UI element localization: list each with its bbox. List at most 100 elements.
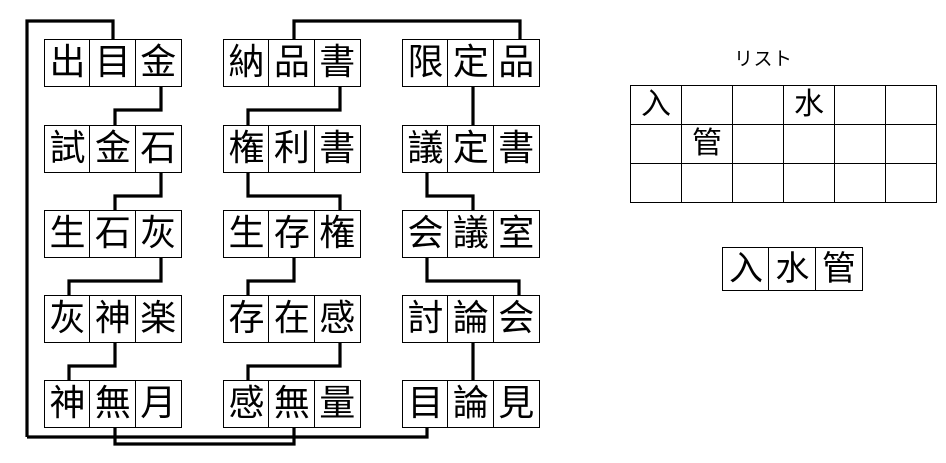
list-grid-cell-r2c2[interactable]: 管 [681, 124, 733, 164]
kanji-cell-w-l3-2: 石 [89, 210, 137, 258]
list-grid-row: 管 [630, 124, 937, 164]
connector-c-r5-outer-bottom [27, 428, 429, 439]
kanji-cell-w-l1-3: 金 [134, 39, 182, 87]
word-group-w-l1: 出目金 [44, 39, 182, 87]
kanji-cell-w-m4-1: 存 [223, 295, 270, 343]
kanji-cell-w-r2-3: 書 [492, 125, 540, 173]
kanji-cell-w-r4-2: 論 [447, 295, 495, 343]
kanji-cell-w-r1-2: 定 [447, 39, 495, 87]
answer-kanji-cell-1: 入 [722, 247, 770, 291]
kanji-cell-w-r5-1: 目 [402, 380, 449, 428]
list-grid-cell-r1c4[interactable]: 水 [783, 85, 835, 125]
connector-c-l5-m5 [113, 428, 296, 446]
kanji-cell-w-r3-2: 議 [447, 210, 495, 258]
list-grid[interactable]: 入水管 [630, 85, 937, 203]
list-grid-cell-r2c1[interactable] [630, 124, 682, 164]
word-group-w-m1: 納品書 [223, 39, 361, 87]
word-group-w-l3: 生石灰 [44, 210, 182, 258]
connector-c-r2-r3 [425, 173, 475, 210]
answer-kanji-cell-3: 管 [814, 247, 863, 291]
list-grid-cell-r1c6[interactable] [885, 85, 937, 125]
kanji-cell-w-r1-3: 品 [492, 39, 540, 87]
kanji-cell-w-m5-2: 無 [268, 380, 316, 428]
list-grid-cell-r1c5[interactable] [834, 85, 886, 125]
connector-c-m1-m2 [246, 87, 342, 125]
kanji-cell-w-l5-2: 無 [89, 380, 137, 428]
kanji-cell-w-l3-1: 生 [44, 210, 91, 258]
kanji-cell-w-r3-1: 会 [402, 210, 449, 258]
list-grid-cell-r3c3[interactable] [732, 163, 784, 203]
kanji-cell-w-l4-1: 灰 [44, 295, 91, 343]
list-grid-cell-r1c2[interactable] [681, 85, 733, 125]
kanji-cell-w-r2-1: 議 [402, 125, 449, 173]
list-grid-cell-r2c4[interactable] [783, 124, 835, 164]
connector-c-l3-l4 [67, 258, 163, 295]
kanji-cell-w-m1-3: 書 [313, 39, 361, 87]
connector-c-m2-m3 [246, 173, 342, 210]
kanji-cell-w-l4-2: 神 [89, 295, 137, 343]
word-group-w-l4: 灰神楽 [44, 295, 182, 343]
word-group-w-l2: 試金石 [44, 125, 182, 173]
kanji-cell-w-r1-1: 限 [402, 39, 449, 87]
list-grid-cell-r2c6[interactable] [885, 124, 937, 164]
kanji-cell-w-m5-1: 感 [223, 380, 270, 428]
connector-c-m4-m5 [246, 343, 342, 380]
kanji-cell-w-m2-1: 権 [223, 125, 270, 173]
kanji-cell-w-m5-3: 量 [313, 380, 361, 428]
list-grid-cell-r3c4[interactable] [783, 163, 835, 203]
connector-c-l2-l3 [113, 173, 163, 210]
kanji-cell-w-l3-3: 灰 [134, 210, 182, 258]
kanji-cell-w-r5-3: 見 [492, 380, 540, 428]
kanji-cell-w-l5-3: 月 [134, 380, 182, 428]
kanji-cell-w-r4-3: 会 [492, 295, 540, 343]
answer-word-group: 入水管 [722, 247, 863, 291]
word-group-w-r4: 討論会 [402, 295, 540, 343]
kanji-cell-w-l2-1: 試 [44, 125, 91, 173]
kanji-cell-w-r4-1: 討 [402, 295, 449, 343]
answer-kanji-cell-2: 水 [768, 247, 817, 291]
kanji-cell-w-r3-3: 室 [492, 210, 540, 258]
word-group-w-m2: 権利書 [223, 125, 361, 173]
connector-c-top-m1-r1 [292, 19, 522, 39]
kanji-cell-w-l2-3: 石 [134, 125, 182, 173]
kanji-cell-w-l5-1: 神 [44, 380, 91, 428]
kanji-cell-w-l4-3: 楽 [134, 295, 182, 343]
kanji-cell-w-m4-2: 在 [268, 295, 316, 343]
kanji-cell-w-l2-2: 金 [89, 125, 137, 173]
kanji-cell-w-m3-1: 生 [223, 210, 270, 258]
word-group-w-r2: 議定書 [402, 125, 540, 173]
list-grid-cell-r1c1[interactable]: 入 [630, 85, 682, 125]
list-grid-cell-r2c5[interactable] [834, 124, 886, 164]
word-group-w-m4: 存在感 [223, 295, 361, 343]
word-group-w-r1: 限定品 [402, 39, 540, 87]
list-grid-cell-r3c1[interactable] [630, 163, 682, 203]
list-grid-row: 入水 [630, 85, 937, 125]
connector-c-l4-l5 [67, 343, 117, 380]
list-grid-cell-r3c2[interactable] [681, 163, 733, 203]
word-group-w-m3: 生存権 [223, 210, 361, 258]
kanji-cell-w-m2-2: 利 [268, 125, 316, 173]
kanji-cell-w-r2-2: 定 [447, 125, 495, 173]
kanji-cell-w-l1-2: 目 [89, 39, 137, 87]
kanji-cell-w-r5-2: 論 [447, 380, 495, 428]
word-group-w-r5: 目論見 [402, 380, 540, 428]
list-grid-cell-r2c3[interactable] [732, 124, 784, 164]
kanji-cell-w-m1-1: 納 [223, 39, 270, 87]
list-grid-row [630, 163, 937, 203]
list-grid-cell-r3c5[interactable] [834, 163, 886, 203]
connector-c-r3-r4 [425, 258, 521, 295]
kanji-cell-w-m2-3: 書 [313, 125, 361, 173]
connector-c-l1-l2 [113, 87, 163, 125]
kanji-cell-w-m1-2: 品 [268, 39, 316, 87]
word-group-w-m5: 感無量 [223, 380, 361, 428]
list-grid-cell-r3c6[interactable] [885, 163, 937, 203]
word-group-w-r3: 会議室 [402, 210, 540, 258]
connector-c-m3-m4 [246, 258, 296, 295]
list-grid-cell-r1c3[interactable] [732, 85, 784, 125]
kanji-cell-w-l1-1: 出 [44, 39, 91, 87]
kanji-cell-w-m3-2: 存 [268, 210, 316, 258]
list-panel-title: リスト [734, 48, 793, 70]
kanji-cell-w-m4-3: 感 [313, 295, 361, 343]
word-group-w-l5: 神無月 [44, 380, 182, 428]
